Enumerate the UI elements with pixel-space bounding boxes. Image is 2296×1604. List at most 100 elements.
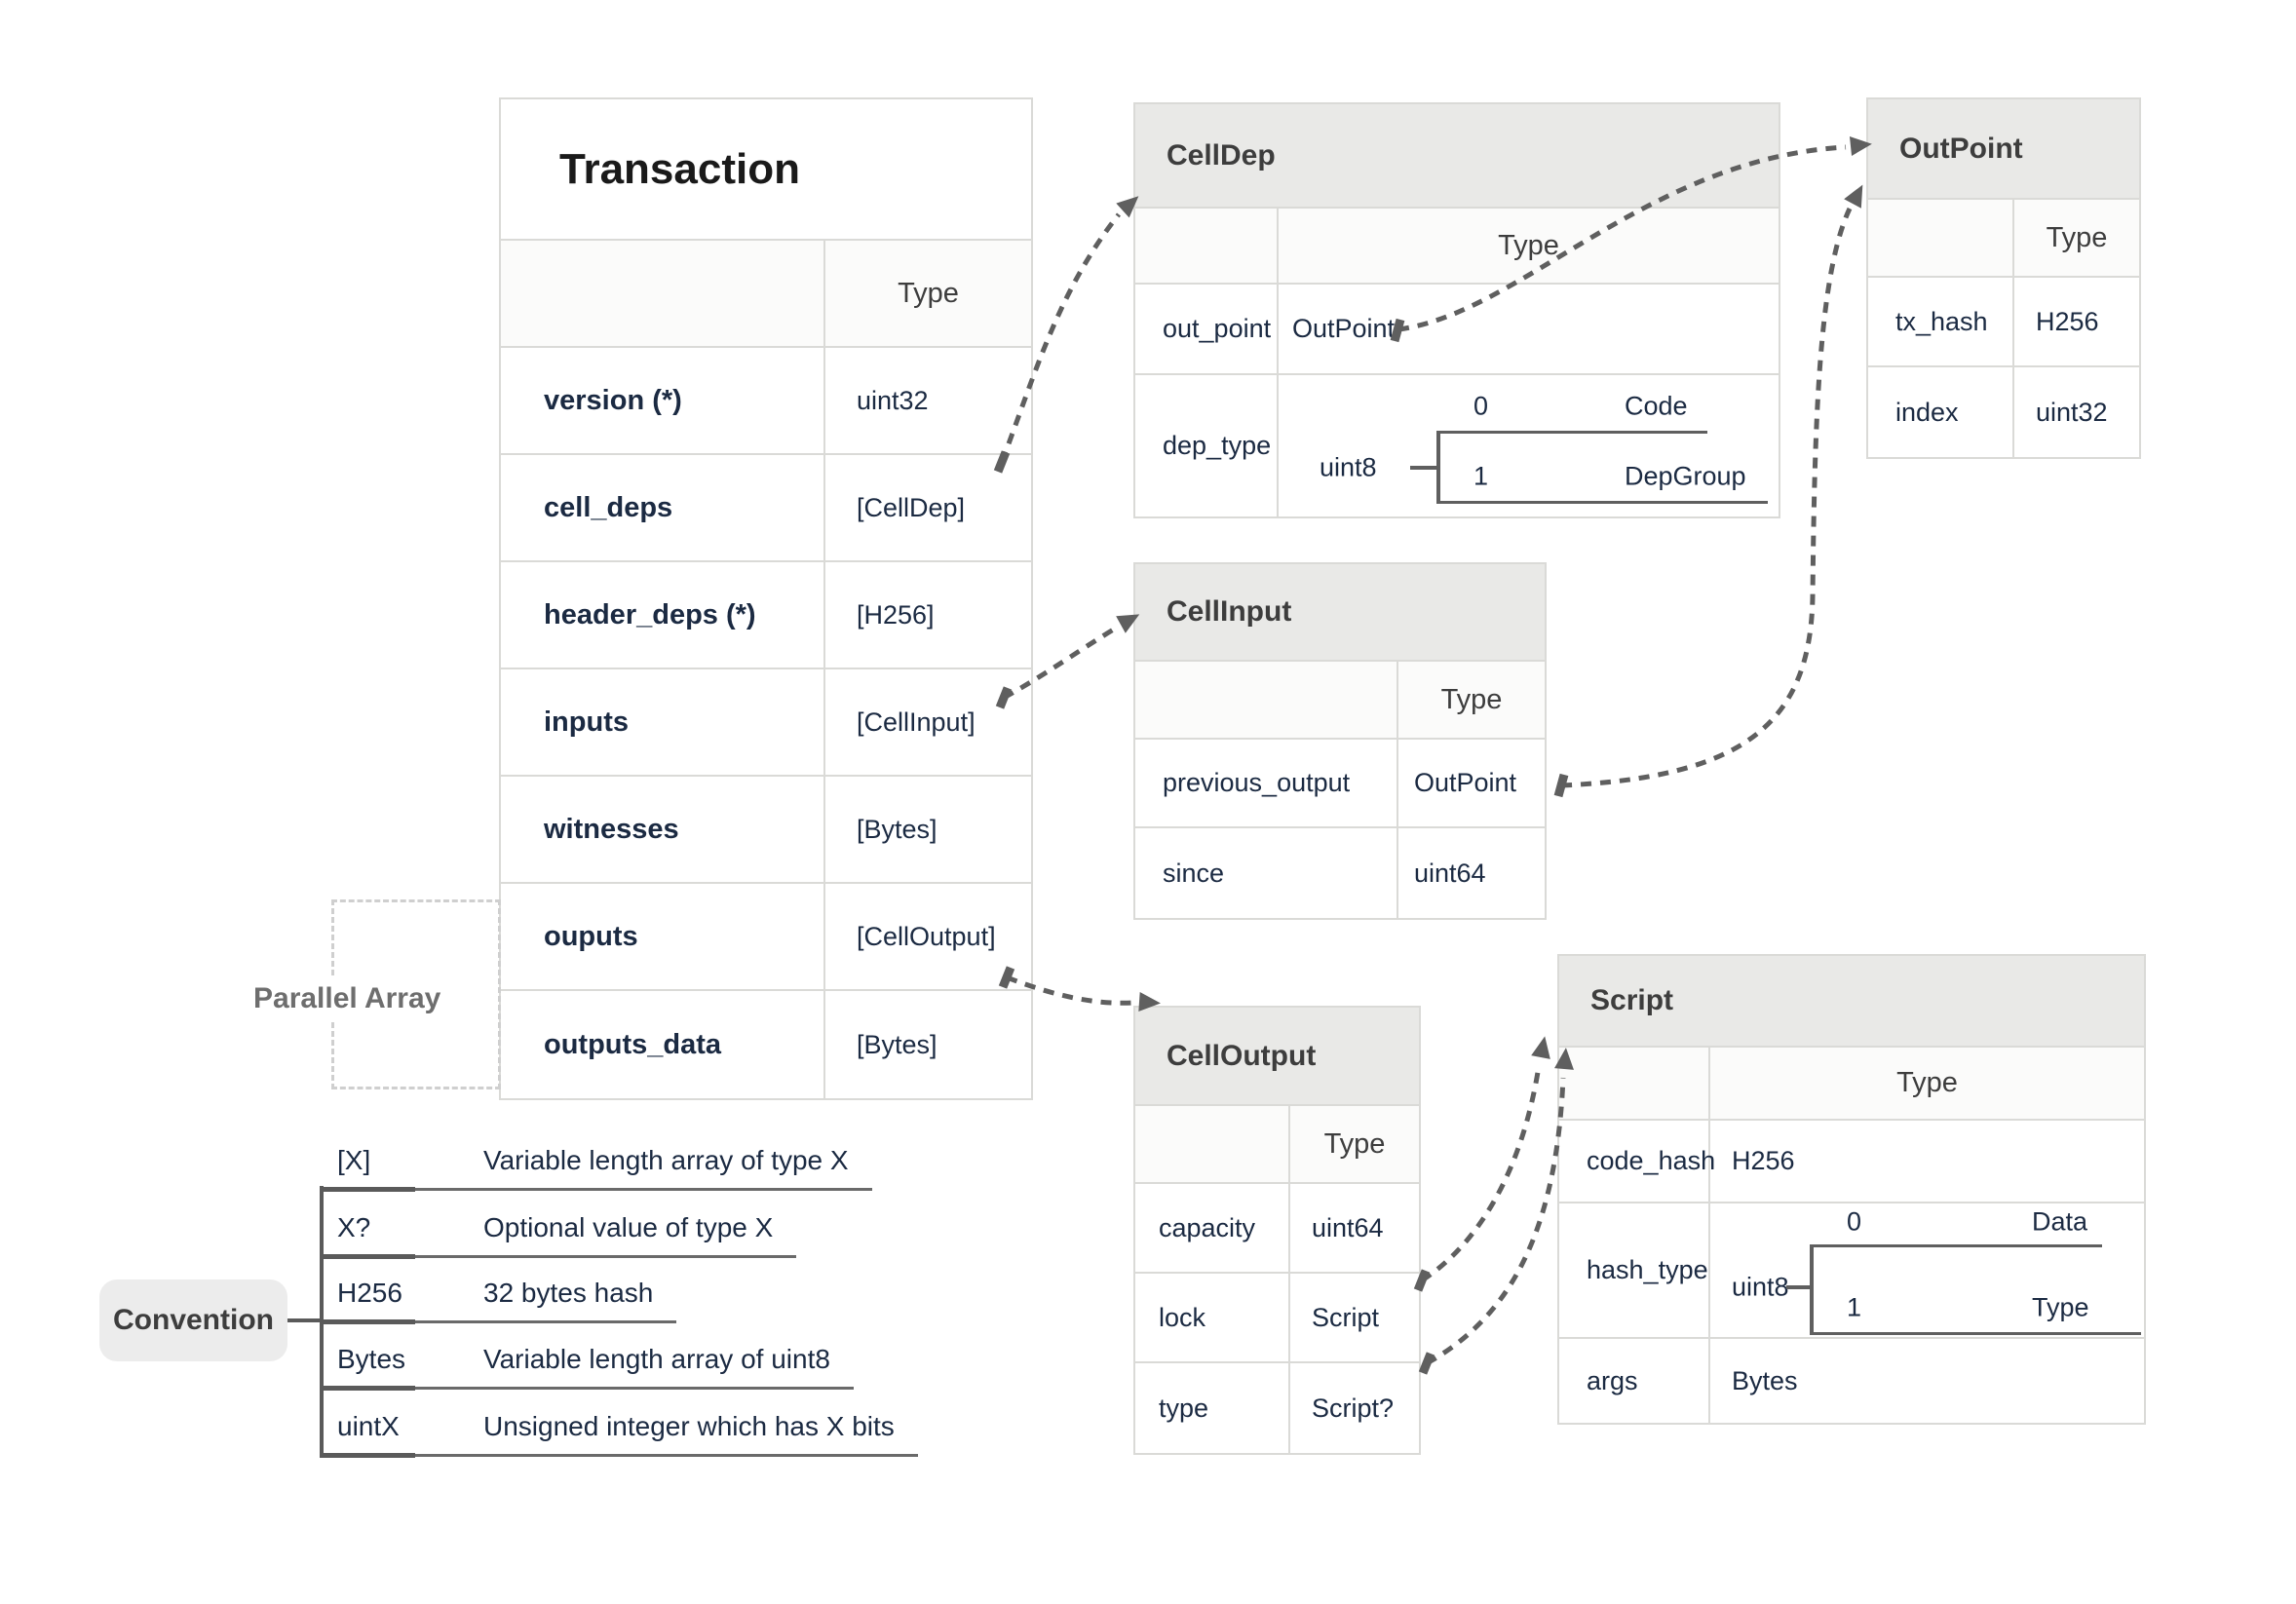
type-column-header: Type bbox=[1498, 229, 1559, 261]
table-row: since uint64 bbox=[1135, 828, 1545, 918]
table-row: args Bytes bbox=[1559, 1339, 2144, 1423]
table-title-text: Transaction bbox=[559, 144, 800, 193]
legend-term: Bytes bbox=[337, 1344, 406, 1374]
field-type: [CellOutput] bbox=[857, 921, 996, 951]
field-name: tx_hash bbox=[1868, 278, 2014, 365]
bracket-line bbox=[1436, 431, 1440, 504]
legend-row: Bytes Variable length array of uint8 bbox=[322, 1332, 854, 1390]
table-row: out_point OutPoint bbox=[1135, 285, 1779, 375]
arrow-lock-to-script bbox=[1420, 1065, 1542, 1283]
table-title-text: OutPoint bbox=[1899, 132, 2023, 165]
table-row: dep_type uint8 0 Code 1 DepGroup bbox=[1135, 375, 1779, 516]
enum-underline bbox=[1810, 1332, 2141, 1335]
cellinput-header-row: Type bbox=[1135, 662, 1545, 740]
bracket-tick bbox=[1410, 466, 1436, 470]
field-name: dep_type bbox=[1135, 375, 1279, 516]
enum-label: Data bbox=[2032, 1206, 2088, 1237]
field-name: inputs bbox=[501, 669, 825, 775]
field-name: ouputs bbox=[501, 884, 825, 989]
field-type: [CellDep] bbox=[857, 492, 966, 522]
table-row: hash_type uint8 0 Data 1 Type bbox=[1559, 1203, 2144, 1339]
empty-header-cell bbox=[1559, 1048, 1710, 1119]
transaction-title: Transaction bbox=[501, 99, 1031, 241]
field-name: hash_type bbox=[1559, 1203, 1710, 1337]
type-column-header: Type bbox=[898, 277, 959, 309]
legend-row: [X] Variable length array of type X bbox=[322, 1133, 872, 1191]
outpoint-table: OutPoint Type tx_hash H256 index uint32 bbox=[1866, 97, 2141, 459]
table-row: tx_hash H256 bbox=[1868, 278, 2139, 367]
legend-branch-tick bbox=[322, 1386, 415, 1391]
enum-type-cell: uint8 0 Code 1 DepGroup bbox=[1279, 375, 1779, 516]
celloutput-header-row: Type bbox=[1135, 1106, 1419, 1184]
field-name: index bbox=[1868, 367, 2014, 457]
legend-description: 32 bytes hash bbox=[483, 1278, 654, 1308]
celldep-title: CellDep bbox=[1135, 104, 1779, 209]
celldep-table: CellDep Type out_point OutPoint dep_type… bbox=[1133, 102, 1780, 518]
table-row: index uint32 bbox=[1868, 367, 2139, 457]
field-name: header_deps (*) bbox=[501, 562, 825, 668]
field-name: previous_output bbox=[1135, 740, 1398, 826]
type-column-header: Type bbox=[1323, 1127, 1386, 1160]
legend-row: H256 32 bytes hash bbox=[322, 1266, 677, 1323]
field-type: Script bbox=[1312, 1302, 1380, 1332]
enum-value: 0 bbox=[1473, 391, 1489, 421]
table-title-text: CellOutput bbox=[1167, 1039, 1317, 1072]
legend-description: Variable length array of uint8 bbox=[483, 1344, 830, 1374]
celloutput-table: CellOutput Type capacity uint64 lock Scr… bbox=[1133, 1006, 1421, 1455]
field-type: uint32 bbox=[857, 385, 929, 415]
table-row: header_deps (*) [H256] bbox=[501, 562, 1031, 669]
table-row: version (*) uint32 bbox=[501, 348, 1031, 455]
field-type: H256 bbox=[1732, 1146, 1795, 1175]
legend-branch-tick bbox=[322, 1254, 415, 1259]
empty-header-cell bbox=[1135, 662, 1398, 738]
table-row: ouputs [CellOutput] bbox=[501, 884, 1031, 991]
bracket-line bbox=[1810, 1244, 1814, 1335]
table-title-text: CellDep bbox=[1167, 138, 1276, 172]
field-name: type bbox=[1135, 1363, 1290, 1453]
celloutput-title: CellOutput bbox=[1135, 1008, 1419, 1106]
table-row: inputs [CellInput] bbox=[501, 669, 1031, 777]
legend-term: X? bbox=[337, 1212, 371, 1242]
script-title: Script bbox=[1559, 956, 2144, 1048]
field-name: code_hash bbox=[1559, 1121, 1715, 1202]
convention-label: Convention bbox=[113, 1304, 274, 1336]
table-row: type Script? bbox=[1135, 1363, 1419, 1453]
bracket-tick bbox=[1786, 1285, 1810, 1289]
convention-box: Convention bbox=[99, 1279, 287, 1361]
legend-branch-tick bbox=[322, 1319, 415, 1324]
table-row: cell_deps [CellDep] bbox=[501, 455, 1031, 562]
enum-value: 1 bbox=[1473, 461, 1489, 491]
field-type: [CellInput] bbox=[857, 707, 976, 737]
table-row: outputs_data [Bytes] bbox=[501, 991, 1031, 1098]
field-type: uint64 bbox=[1414, 858, 1486, 888]
field-type: OutPoint bbox=[1414, 768, 1517, 797]
legend-description: Unsigned integer which has X bits bbox=[483, 1411, 895, 1441]
type-column-header: Type bbox=[1440, 683, 1503, 715]
field-type: Script? bbox=[1312, 1393, 1395, 1423]
convention-connector bbox=[287, 1318, 322, 1322]
field-type: uint64 bbox=[1312, 1212, 1384, 1242]
celldep-header-row: Type bbox=[1135, 209, 1779, 285]
outpoint-header-row: Type bbox=[1868, 200, 2139, 278]
field-name: lock bbox=[1135, 1274, 1290, 1361]
outpoint-title: OutPoint bbox=[1868, 99, 2139, 200]
legend-term: [X] bbox=[337, 1145, 371, 1175]
legend-term: H256 bbox=[337, 1278, 402, 1308]
field-name: out_point bbox=[1135, 285, 1279, 373]
enum-underline bbox=[1436, 501, 1768, 504]
parallel-array-label: Parallel Array bbox=[246, 978, 449, 1019]
enum-underline bbox=[1436, 431, 1707, 434]
empty-header-cell bbox=[501, 241, 825, 346]
field-type: OutPoint bbox=[1292, 314, 1396, 343]
field-type: uint8 bbox=[1732, 1272, 1789, 1302]
script-table: Script Type code_hash H256 hash_type uin… bbox=[1557, 954, 2146, 1425]
table-row: lock Script bbox=[1135, 1274, 1419, 1363]
table-row: witnesses [Bytes] bbox=[501, 777, 1031, 884]
legend-description: Optional value of type X bbox=[483, 1212, 774, 1242]
table-row: code_hash H256 bbox=[1559, 1121, 2144, 1203]
legend-branch-tick bbox=[322, 1187, 415, 1192]
field-type: uint32 bbox=[2036, 397, 2108, 427]
legend-branch-tick bbox=[322, 1453, 415, 1458]
script-header-row: Type bbox=[1559, 1048, 2144, 1121]
